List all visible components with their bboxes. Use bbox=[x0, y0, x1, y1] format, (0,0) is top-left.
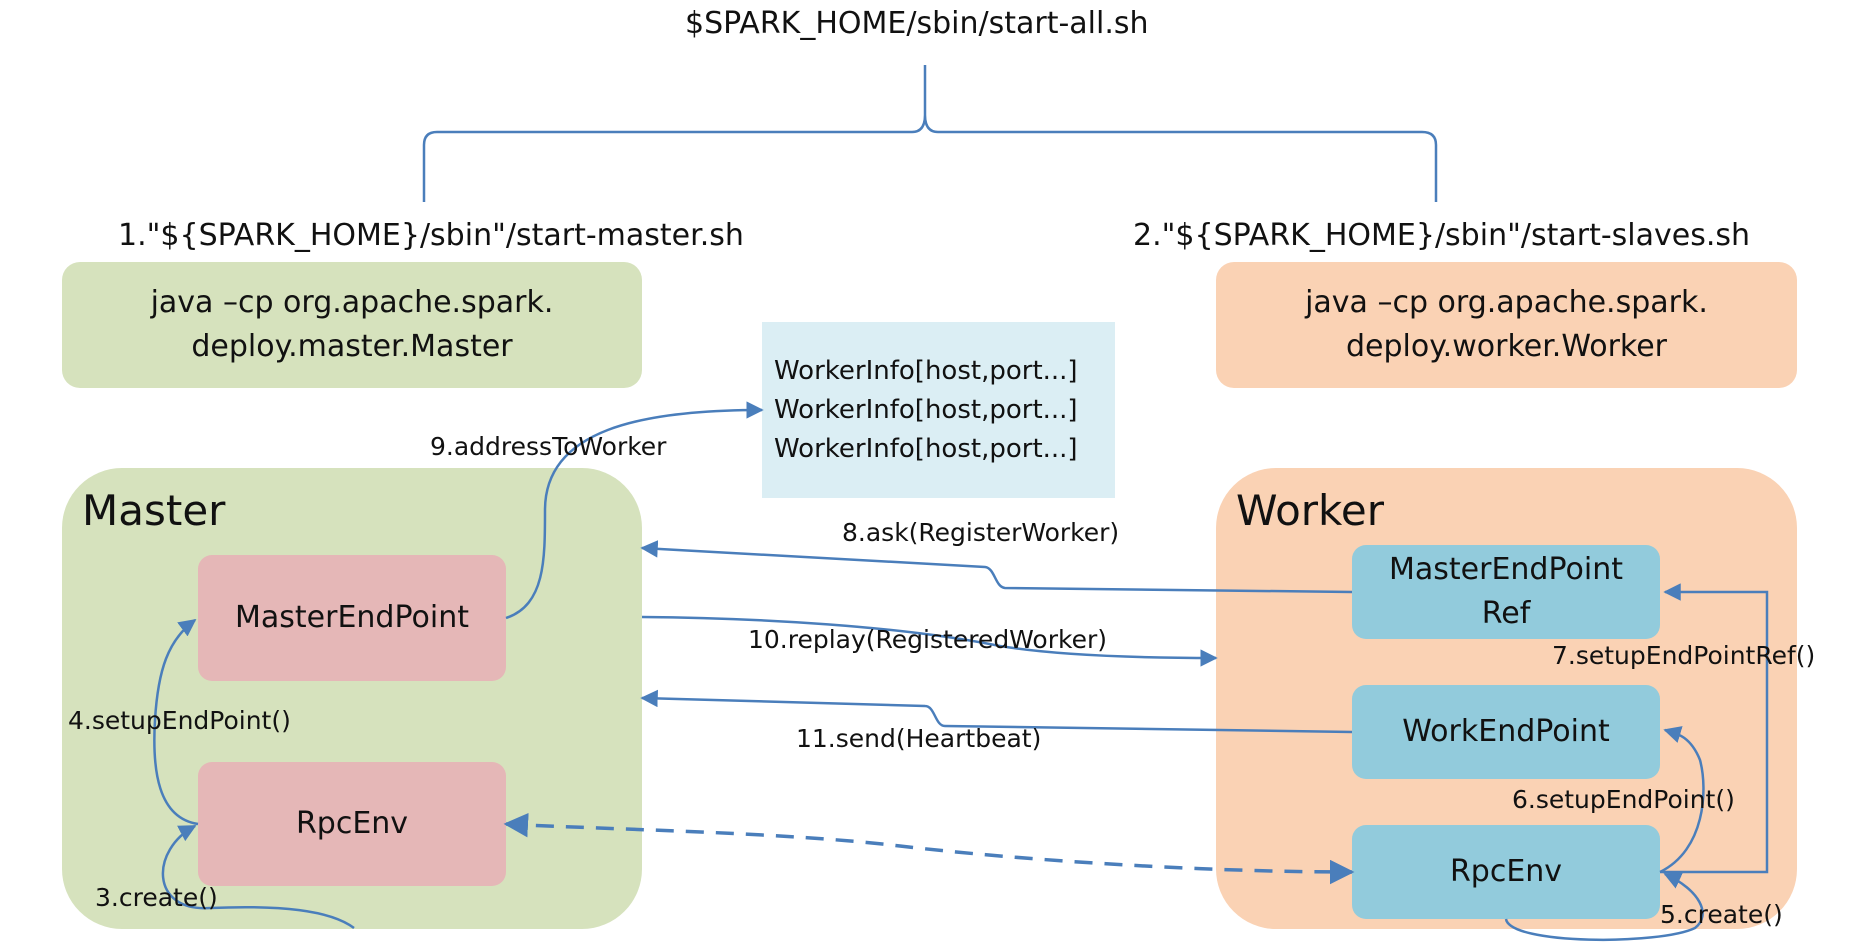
worker-info-row: WorkerInfo[host,port...] bbox=[774, 355, 1078, 386]
worker-command-line2: deploy.worker.Worker bbox=[1345, 329, 1668, 364]
master-endpoint-ref-label: MasterEndPoint bbox=[1389, 552, 1623, 587]
arrow-rpc-link bbox=[503, 812, 1355, 885]
worker-command-line1: java –cp org.apache.spark. bbox=[1305, 285, 1708, 320]
start-all-bracket bbox=[422, 65, 1438, 202]
master-endpoint-box: MasterEndPoint bbox=[198, 555, 506, 681]
worker-command-box: java –cp org.apache.spark. deploy.worker… bbox=[1216, 262, 1797, 388]
step-6-label: 6.setupEndPoint() bbox=[1512, 785, 1735, 814]
arrow-master-create bbox=[161, 824, 355, 930]
worker-script-label: 2."${SPARK_HOME}/sbin"/start-slaves.sh bbox=[1133, 218, 1751, 253]
master-rpcenv-label: RpcEnv bbox=[295, 806, 409, 841]
work-endpoint-label: WorkEndPoint bbox=[1402, 714, 1610, 749]
arrow-master-setup-endpoint bbox=[153, 618, 199, 826]
step-5-label: 5.create() bbox=[1660, 900, 1783, 929]
arrow-worker-setup-endpoint-ref bbox=[1660, 583, 1769, 874]
worker-title: Worker bbox=[1236, 486, 1384, 535]
worker-info-box: WorkerInfo[host,port...] WorkerInfo[host… bbox=[762, 322, 1115, 498]
worker-info-row: WorkerInfo[host,port...] bbox=[774, 433, 1078, 464]
arrow-worker-create bbox=[1504, 872, 1704, 942]
master-title: Master bbox=[82, 486, 226, 535]
work-endpoint-box: WorkEndPoint bbox=[1352, 685, 1660, 779]
master-rpcenv-box: RpcEnv bbox=[198, 762, 506, 886]
worker-info-row: WorkerInfo[host,port...] bbox=[774, 394, 1078, 425]
master-command-line2: deploy.master.Master bbox=[191, 329, 513, 364]
master-endpoint-label: MasterEndPoint bbox=[235, 600, 469, 635]
diagram-title: $SPARK_HOME/sbin/start-all.sh bbox=[685, 6, 1149, 41]
arrow-address-to-worker bbox=[505, 401, 764, 620]
master-command-line1: java –cp org.apache.spark. bbox=[150, 285, 554, 320]
step-7-label: 7.setupEndPointRef() bbox=[1552, 641, 1816, 670]
worker-rpcenv-label: RpcEnv bbox=[1449, 854, 1563, 889]
step-8-label: 8.ask(RegisterWorker) bbox=[842, 518, 1120, 547]
master-script-label: 1."${SPARK_HOME}/sbin"/start-master.sh bbox=[118, 218, 744, 253]
arrow-reply-registered-worker bbox=[641, 615, 1218, 667]
step-4-label: 4.setupEndPoint() bbox=[68, 706, 291, 735]
arrow-ask-register-worker bbox=[640, 540, 1353, 594]
step-3-label: 3.create() bbox=[95, 883, 218, 912]
master-endpoint-ref-box: MasterEndPoint Ref bbox=[1352, 545, 1660, 639]
step-10-label: 10.replay(RegisteredWorker) bbox=[748, 625, 1108, 654]
arrow-send-heartbeat bbox=[640, 689, 1353, 734]
step-9-label: 9.addressToWorker bbox=[430, 432, 667, 461]
step-11-label: 11.send(Heartbeat) bbox=[796, 724, 1042, 753]
master-command-box: java –cp org.apache.spark. deploy.master… bbox=[62, 262, 642, 388]
master-endpoint-ref-label-2: Ref bbox=[1481, 596, 1531, 631]
worker-rpcenv-box: RpcEnv bbox=[1352, 825, 1660, 919]
arrow-worker-setup-endpoint bbox=[1659, 726, 1705, 874]
